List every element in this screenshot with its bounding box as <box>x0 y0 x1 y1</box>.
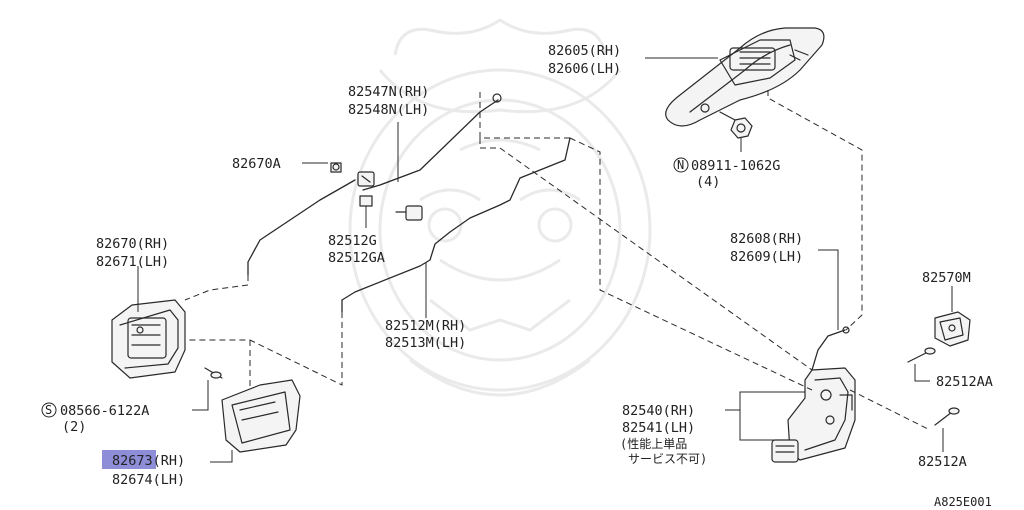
handle-nut[interactable] <box>719 111 753 139</box>
leader-08566 <box>192 380 209 411</box>
rod-82547n[interactable] <box>362 93 502 191</box>
clip-82670a[interactable] <box>330 162 342 173</box>
label-82512m: 82512M(RH) <box>385 318 466 334</box>
label-nut-qty: (4) <box>696 174 720 190</box>
label-screw-qty: (2) <box>62 419 86 435</box>
nut-callout: N <box>673 157 689 173</box>
label-82670: 82670(RH) <box>96 236 169 252</box>
label-82540: 82540(RH) <box>622 403 695 419</box>
label-82670a: 82670A <box>232 156 281 172</box>
label-82512g: 82512G <box>328 233 377 249</box>
leader-82673 <box>210 450 233 463</box>
leader-82608 <box>818 249 839 330</box>
label-82547n: 82547N(RH) <box>348 84 429 100</box>
label-82605: 82605(RH) <box>548 43 621 59</box>
label-82609: 82609(LH) <box>730 249 803 265</box>
rod-inside-handle[interactable] <box>247 179 356 276</box>
label-82608: 82608(RH) <box>730 231 803 247</box>
label-82673-prefix: 8267 <box>112 453 145 469</box>
label-82512aa: 82512AA <box>936 374 993 390</box>
screw-08566[interactable] <box>204 367 223 379</box>
rod-82512m[interactable] <box>341 137 571 313</box>
label-82606: 82606(LH) <box>548 61 621 77</box>
screw-82512aa[interactable] <box>907 347 936 363</box>
label-08911: 08911-1062G <box>691 158 780 174</box>
outside-handle[interactable] <box>665 27 825 127</box>
striker-cover[interactable] <box>934 311 971 347</box>
screw-callout: S <box>41 402 57 418</box>
circle-s-symbol: S <box>45 403 52 417</box>
label-82671: 82671(LH) <box>96 254 169 270</box>
label-82570m: 82570M <box>922 270 971 286</box>
inside-handle[interactable] <box>111 299 186 379</box>
label-82548n: 82548N(LH) <box>348 102 429 118</box>
label-82673: 82673(RH) <box>112 453 185 469</box>
clip-82512g[interactable] <box>359 195 423 221</box>
label-82673-suffix: 3(RH) <box>145 453 186 469</box>
screw-82512a[interactable] <box>934 407 960 426</box>
assembly-lines <box>184 90 931 431</box>
label-08566: 08566-6122A <box>60 403 149 419</box>
leader-82540 <box>725 391 805 441</box>
figure-code: A825E001 <box>934 495 992 509</box>
escutcheon[interactable] <box>221 379 301 453</box>
label-82541: 82541(LH) <box>622 420 695 436</box>
door-lock[interactable] <box>771 367 856 463</box>
label-82512ga: 82512GA <box>328 250 385 266</box>
label-lock-note-2: サービス不可) <box>628 452 707 466</box>
rod-clip-pivot[interactable] <box>357 171 375 187</box>
rod-82608[interactable] <box>811 326 850 371</box>
label-82513m: 82513M(LH) <box>385 335 466 351</box>
circle-n-symbol: N <box>677 158 684 172</box>
label-82512a: 82512A <box>918 454 967 470</box>
leader-82512aa <box>914 364 930 382</box>
highlight-82673 <box>102 450 156 469</box>
label-82674: 82674(LH) <box>112 472 185 488</box>
label-lock-note-1: (性能上単品 <box>620 437 687 451</box>
